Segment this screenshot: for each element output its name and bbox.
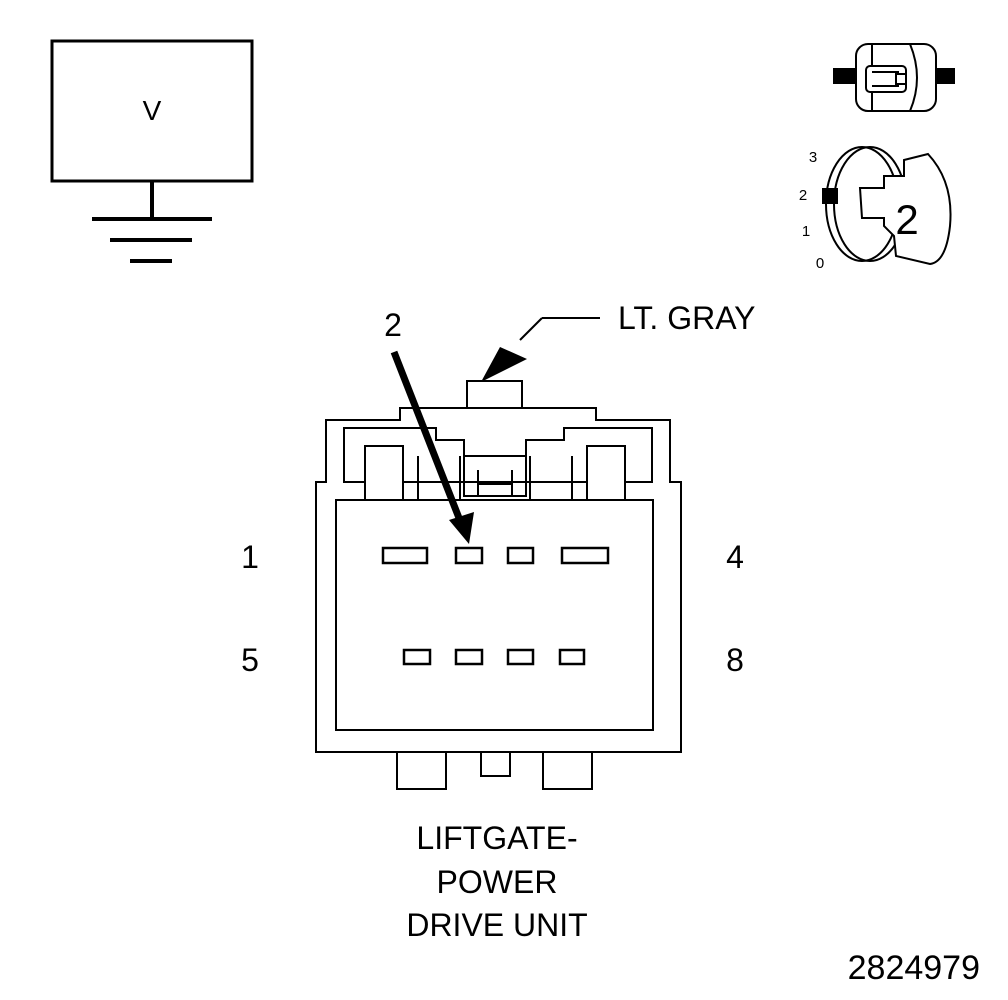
callout-arrow-icon — [481, 347, 527, 382]
component-name-line-3: DRIVE UNIT — [406, 907, 587, 943]
voltmeter-label: V — [143, 95, 162, 126]
pin-3 — [506, 546, 535, 565]
ignition-switch-icon: 3 2 1 0 2 — [799, 146, 952, 272]
pin-terminals — [381, 546, 610, 666]
pin-1 — [381, 546, 429, 565]
pin-5 — [402, 648, 432, 666]
connector-face — [315, 380, 682, 790]
pin-2 — [454, 546, 484, 565]
component-name-line-1: LIFTGATE- — [416, 820, 577, 856]
ignition-position-marker — [822, 188, 838, 204]
pin-label-5: 5 — [241, 642, 259, 678]
component-name-line-2: POWER — [437, 864, 558, 900]
wire-color-label: LT. GRAY — [618, 300, 756, 336]
ignition-pos-3: 3 — [809, 149, 817, 166]
figure-id: 2824979 — [848, 949, 980, 987]
ground-icon — [92, 181, 212, 263]
pin-7 — [506, 648, 535, 666]
probe-arrow-head-icon — [449, 512, 474, 544]
ignition-key-icon — [858, 152, 952, 266]
connector-pin-cavity — [335, 499, 654, 731]
probe-arrow: 2 — [384, 307, 474, 544]
pin-label-4: 4 — [726, 539, 744, 575]
pin-label-8: 8 — [726, 642, 744, 678]
pin-4 — [560, 546, 610, 565]
pin-6 — [454, 648, 484, 666]
connector-lock-tab — [466, 380, 523, 411]
connector-icon — [833, 43, 955, 112]
ignition-key-position: 2 — [895, 196, 918, 243]
ignition-pos-2: 2 — [799, 187, 807, 204]
pin-label-1: 1 — [241, 539, 259, 575]
ignition-pos-0: 0 — [816, 255, 824, 272]
probe-pin-label: 2 — [384, 307, 402, 343]
voltmeter-symbol: V — [50, 39, 254, 263]
wire-color-callout: LT. GRAY — [481, 300, 756, 382]
ignition-pos-1: 1 — [802, 223, 810, 240]
voltmeter-box — [50, 39, 254, 183]
pin-8 — [558, 648, 586, 666]
